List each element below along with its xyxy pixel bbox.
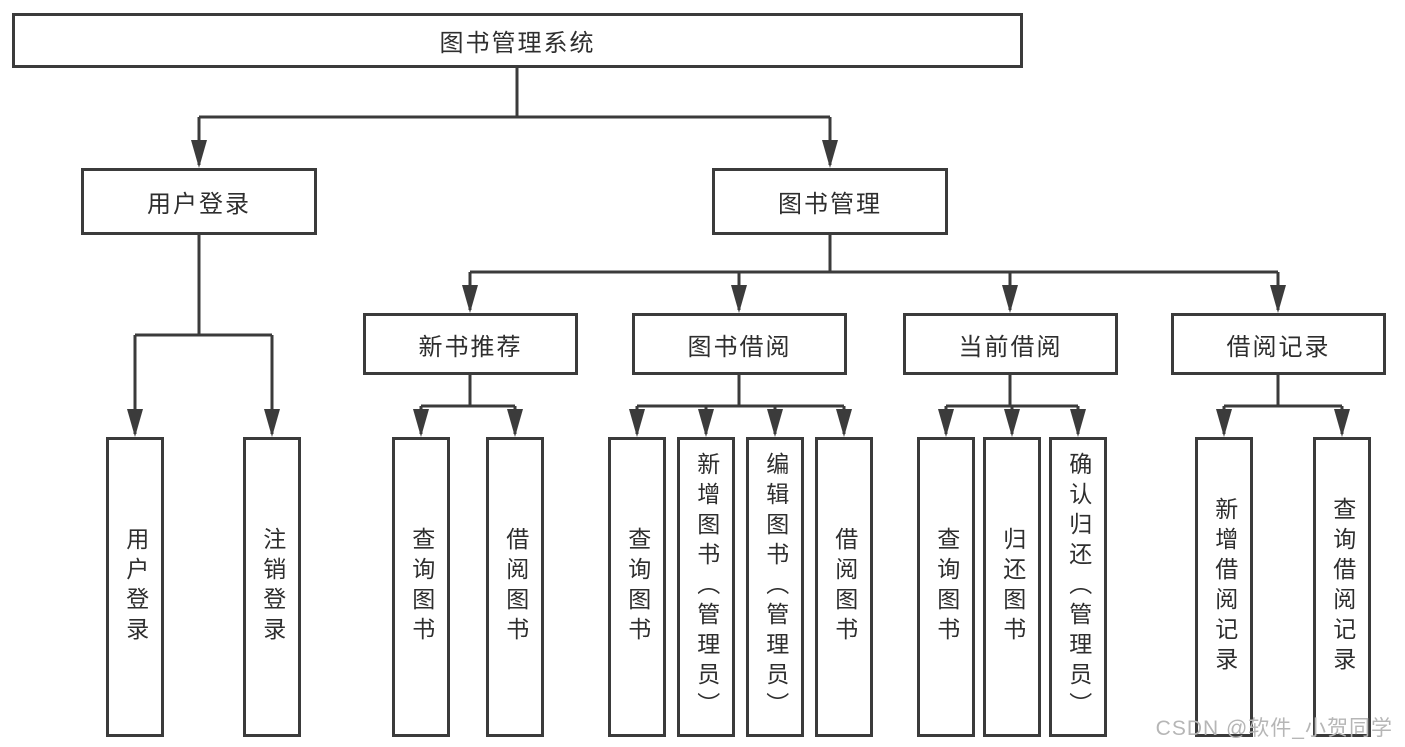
leaf-logout: 注销登录 bbox=[243, 437, 301, 737]
spine-new-book bbox=[421, 375, 515, 408]
watermark: CSDN @软件_小贺同学 bbox=[1155, 717, 1393, 740]
leaf-nb-search-books: 查询图书 bbox=[392, 437, 450, 737]
spine-book-borrow bbox=[637, 375, 844, 408]
leaf-br-add-record: 新增借阅记录 bbox=[1195, 437, 1253, 737]
leaf-cb-search-books-label: 查询图书 bbox=[933, 527, 960, 647]
leaf-bb-search-books: 查询图书 bbox=[608, 437, 666, 737]
leaf-nb-search-books-label: 查询图书 bbox=[408, 527, 435, 647]
leaf-br-search-record: 查询借阅记录 bbox=[1313, 437, 1371, 737]
leaf-nb-borrow-books: 借阅图书 bbox=[486, 437, 544, 737]
node-book-management: 图书管理 bbox=[712, 168, 948, 235]
leaf-cb-confirm-return-admin-label: 确认归还（管理员） bbox=[1065, 452, 1092, 722]
leaf-bb-borrow-books-label: 借阅图书 bbox=[831, 527, 858, 647]
node-book-borrow: 图书借阅 bbox=[632, 313, 847, 375]
spine-borrow-records bbox=[1224, 375, 1342, 408]
leaf-cb-confirm-return-admin: 确认归还（管理员） bbox=[1049, 437, 1107, 737]
leaf-bb-edit-books-admin-label: 编辑图书（管理员） bbox=[762, 452, 789, 722]
leaf-nb-borrow-books-label: 借阅图书 bbox=[502, 527, 529, 647]
leaf-bb-borrow-books: 借阅图书 bbox=[815, 437, 873, 737]
leaf-br-search-record-label: 查询借阅记录 bbox=[1329, 497, 1356, 677]
node-borrow-records: 借阅记录 bbox=[1171, 313, 1386, 375]
spine-user-login bbox=[135, 235, 272, 337]
node-new-book-recommend: 新书推荐 bbox=[363, 313, 578, 375]
node-user-login: 用户登录 bbox=[81, 168, 317, 235]
leaf-bb-search-books-label: 查询图书 bbox=[624, 527, 651, 647]
leaf-user-login-label: 用户登录 bbox=[122, 527, 149, 647]
leaf-cb-search-books: 查询图书 bbox=[917, 437, 975, 737]
node-current-borrow: 当前借阅 bbox=[903, 313, 1118, 375]
spine-current-borrow bbox=[946, 375, 1078, 408]
leaf-cb-return-books: 归还图书 bbox=[983, 437, 1041, 737]
leaf-user-login: 用户登录 bbox=[106, 437, 164, 737]
leaf-bb-add-books-admin-label: 新增图书（管理员） bbox=[693, 452, 720, 722]
leaf-bb-edit-books-admin: 编辑图书（管理员） bbox=[746, 437, 804, 737]
spine-book-management bbox=[470, 235, 1278, 274]
leaf-logout-label: 注销登录 bbox=[259, 527, 286, 647]
spine-root bbox=[199, 68, 830, 119]
leaf-cb-return-books-label: 归还图书 bbox=[999, 527, 1026, 647]
node-root: 图书管理系统 bbox=[12, 13, 1023, 68]
leaf-br-add-record-label: 新增借阅记录 bbox=[1211, 497, 1238, 677]
leaf-bb-add-books-admin: 新增图书（管理员） bbox=[677, 437, 735, 737]
